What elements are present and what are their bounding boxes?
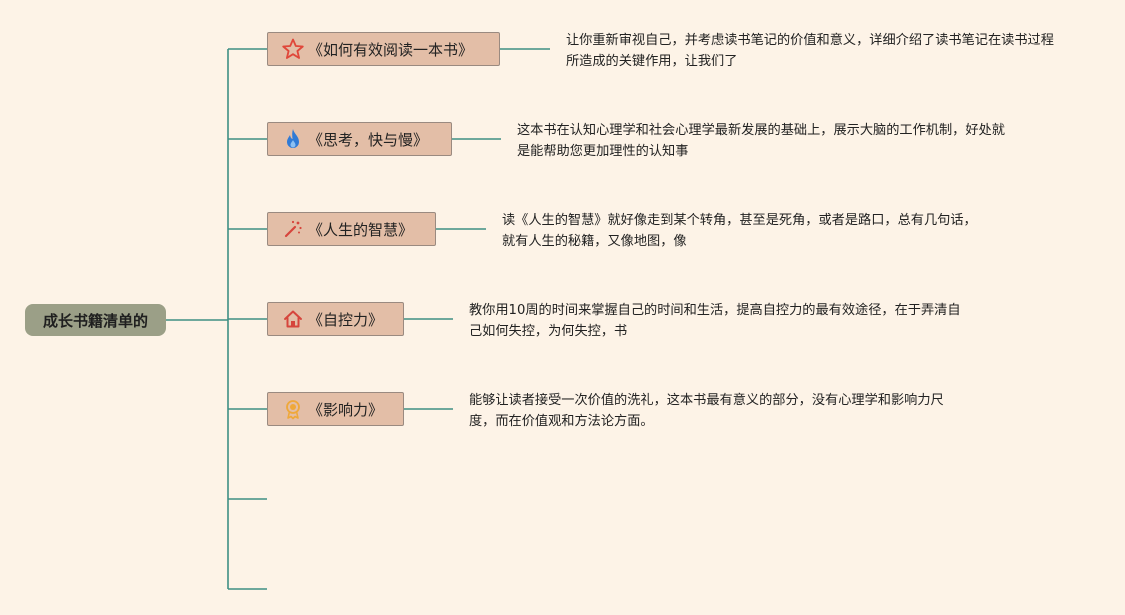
root-topic[interactable]: 成长书籍清单的 xyxy=(25,304,166,336)
description-wisdom-of-life: 读《人生的智慧》就好像走到某个转角，甚至是死角，或者是路口，总有几句话，就有人生… xyxy=(502,213,977,249)
topic-influence[interactable]: 《影响力》 xyxy=(267,392,404,426)
description-how-to-read-a-book: 让你重新审视自己，并考虑读书笔记的价值和意义，详细介绍了读书笔记在读书过程所造成… xyxy=(566,33,1054,69)
topic-how-to-read-a-book[interactable]: 《如何有效阅读一本书》 xyxy=(267,32,500,66)
star-icon xyxy=(280,36,306,62)
topic-title: 《思考，快与慢》 xyxy=(308,130,429,149)
topic-title: 《自控力》 xyxy=(308,310,384,329)
topic-title: 《如何有效阅读一本书》 xyxy=(308,40,474,59)
topic-title: 《人生的智慧》 xyxy=(308,220,414,239)
topic-willpower[interactable]: 《自控力》 xyxy=(267,302,404,336)
description-thinking-fast-and-slow: 这本书在认知心理学和社会心理学最新发展的基础上，展示大脑的工作机制，好处就是能帮… xyxy=(517,123,1005,159)
description-influence: 能够让读者接受一次价值的洗礼，这本书最有意义的部分，没有心理学和影响力尺度，而在… xyxy=(469,393,944,429)
description-willpower: 教你用10周的时间来掌握自己的时间和生活，提高自控力的最有效途径，在于弄清自己如… xyxy=(469,303,961,339)
topic-wisdom-of-life[interactable]: 《人生的智慧》 xyxy=(267,212,436,246)
magic-wand-icon xyxy=(280,216,306,242)
award-icon xyxy=(280,396,306,422)
topic-title: 《影响力》 xyxy=(308,400,384,419)
topic-thinking-fast-and-slow[interactable]: 《思考，快与慢》 xyxy=(267,122,452,156)
flame-icon xyxy=(280,126,306,152)
home-icon xyxy=(280,306,306,332)
